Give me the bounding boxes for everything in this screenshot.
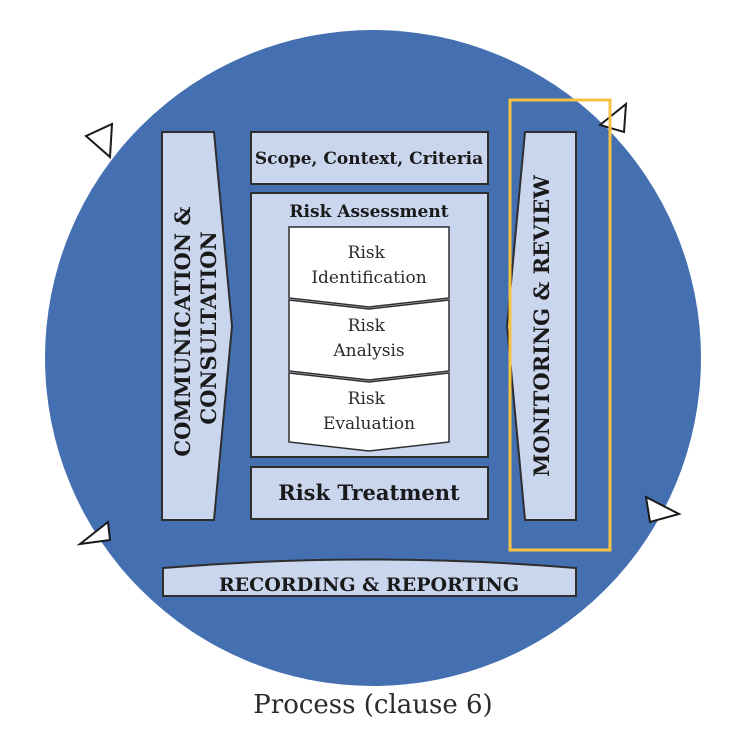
risk-treatment-box — [250, 466, 489, 520]
risk-evaluation-chevron — [288, 372, 450, 452]
diagram-caption: Process (clause 6) — [253, 690, 493, 720]
scope-context-criteria-label: Scope, Context, Criteria — [255, 149, 483, 169]
direction-marker-top-right — [597, 101, 628, 134]
communication-consultation-label: COMMUNICATION & CONSULTATION — [170, 199, 221, 456]
risk-treatment-label: Risk Treatment — [278, 480, 460, 505]
recording-reporting-label: RECORDING & REPORTING — [219, 574, 519, 596]
direction-marker-top-left — [84, 122, 114, 160]
direction-marker-bottom-left — [76, 520, 112, 546]
monitoring-review-highlight — [508, 98, 612, 552]
direction-marker-bottom-right — [644, 495, 682, 524]
risk-identification-label: Risk Identification — [311, 243, 426, 288]
risk-identification-chevron — [288, 226, 450, 308]
communication-consultation-bar — [161, 131, 234, 521]
risk-analysis-chevron — [288, 299, 450, 381]
risk-analysis-label: Risk Analysis — [332, 316, 404, 361]
monitoring-review-label: MONITORING & REVIEW — [529, 175, 554, 477]
risk-assessment-title: Risk Assessment — [289, 202, 448, 222]
risk-evaluation-label: Risk Evaluation — [323, 389, 415, 434]
scope-context-criteria-box — [250, 131, 489, 185]
recording-reporting-bar — [162, 558, 577, 597]
